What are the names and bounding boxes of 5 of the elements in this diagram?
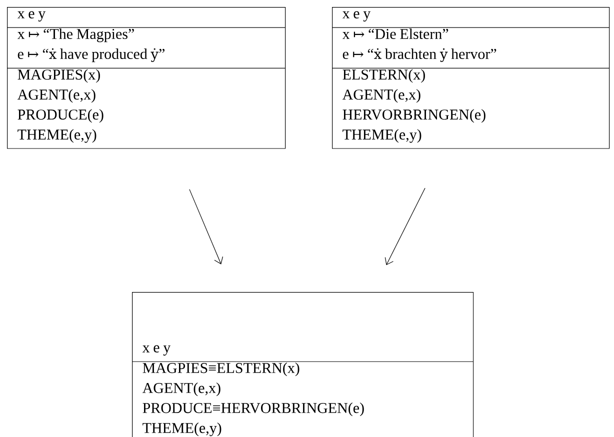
drs-box: x e y x ↦ “The Magpies” e ↦ “ẋ have produced ẏ” MAGPIES(x) AGENT(e,x) PRODUCE(e) THEME(e,y) xyxy=(7,7,286,149)
arrow xyxy=(384,188,426,266)
arrow xyxy=(189,189,224,264)
drs-box: x e y x ↦ “Die Elstern” e ↦ “ẋ brachten ẏ hervor” ELSTERN(x) AGENT(e,x) HERVORBRINGEN(e) THEME(e,y) xyxy=(332,7,610,149)
drs-box: x e y MAGPIES≡ELSTERN(x) AGENT(e,x) PRODUCE≡HERVORBRINGEN(e) THEME(e,y) xyxy=(132,292,474,437)
